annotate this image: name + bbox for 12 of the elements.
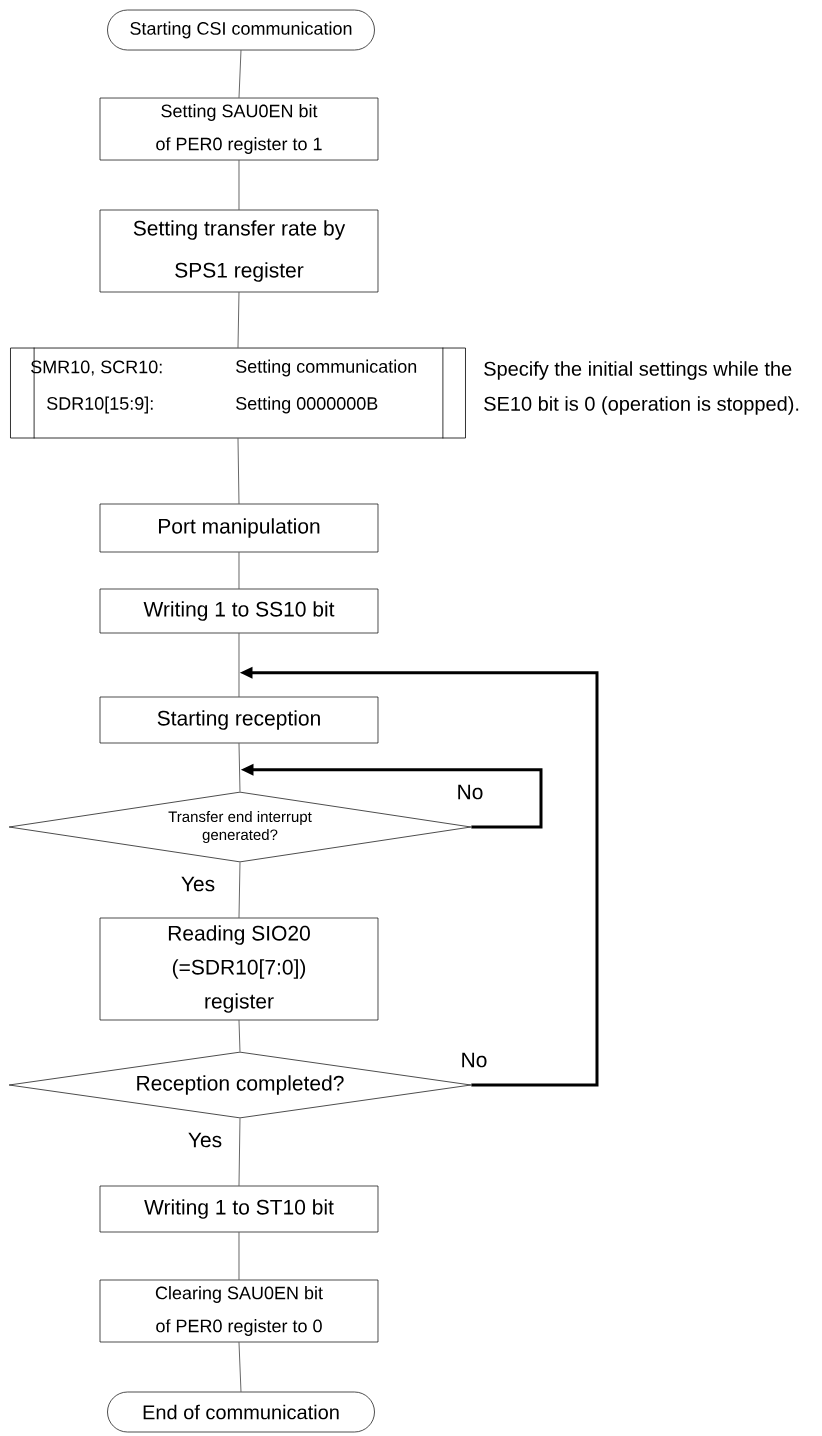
process-box: Clearing SAU0EN bit of PER0 register to 0	[99, 1279, 379, 1343]
process-box: Port manipulation	[99, 503, 379, 553]
process-box: Starting reception	[99, 696, 379, 744]
terminal-box: Starting CSI communication	[107, 9, 375, 51]
process-box: Setting transfer rate by SPS1 register	[99, 209, 379, 293]
note-text: Specify the initial settings while the SE10 bit is 0 (operation is stopped).	[484, 361, 799, 415]
process-box: Reading SIO20 (=SDR10[7:0]) register	[99, 917, 379, 1021]
terminal-box: End of communication	[107, 1391, 375, 1433]
process-box: Writing 1 to SS10 bit	[99, 588, 379, 634]
predefined-process-box: SMR10, SCR10: Setting communication SDR10[15:9]: Setting 0000000B	[10, 347, 466, 439]
process-box: Setting SAU0EN bit of PER0 register to 1	[99, 97, 379, 161]
process-box: Writing 1 to ST10 bit	[99, 1185, 379, 1233]
